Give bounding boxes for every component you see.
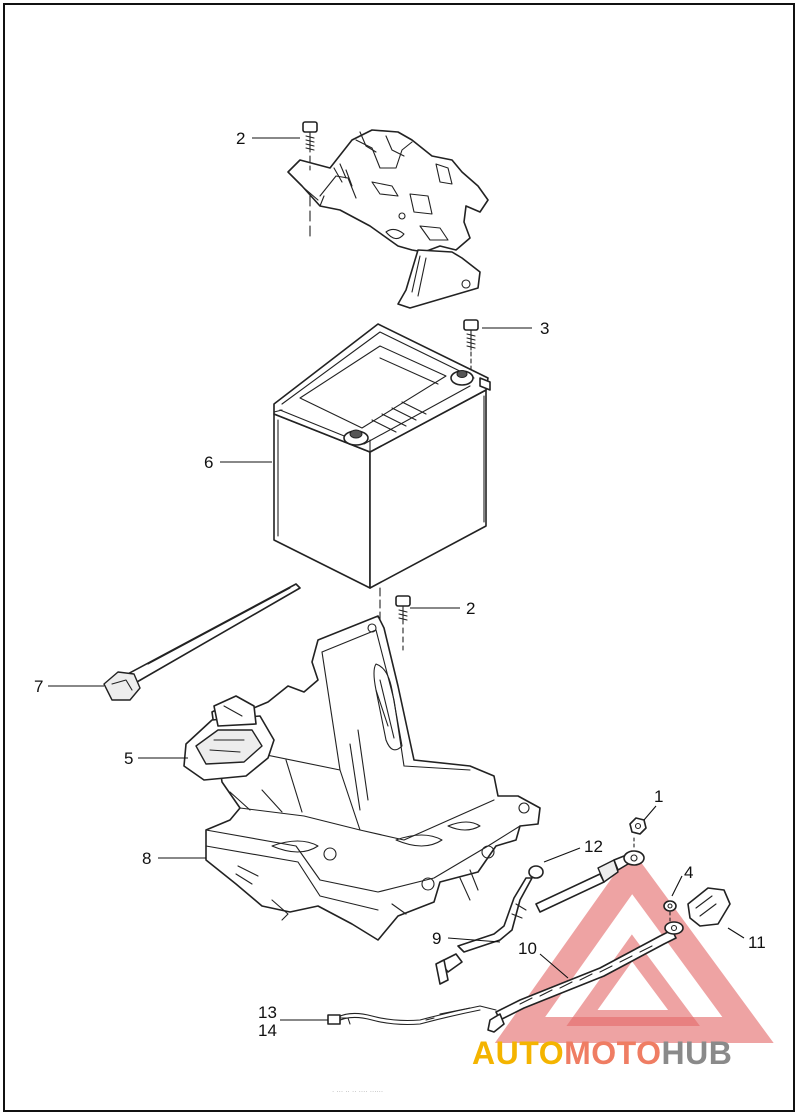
main-cable-assembly (487, 921, 684, 1033)
watermark-part-hub: HUB (661, 1035, 732, 1071)
watermark-logo (494, 849, 774, 1043)
callout-5: 5 (124, 749, 133, 768)
callout-labels: 2 3 6 2 7 5 1 8 12 4 11 9 10 13 14 (34, 129, 766, 1040)
leader-lines (48, 137, 745, 1021)
sense-wire (327, 1005, 497, 1026)
bolt-top (302, 121, 318, 241)
figure-border (3, 3, 795, 1112)
callout-14: 14 (258, 1021, 277, 1040)
ground-cable (435, 865, 544, 985)
nut (629, 817, 647, 835)
watermark-text: AUTOMOTOHUB (472, 1035, 732, 1071)
battery-strap (103, 583, 301, 701)
callout-2-lower: 2 (466, 599, 475, 618)
washer (663, 900, 677, 923)
callout-3: 3 (540, 319, 549, 338)
callout-7: 7 (34, 677, 43, 696)
watermark-part-auto: AUTO (472, 1035, 564, 1071)
callout-10: 10 (518, 939, 537, 958)
callout-4: 4 (684, 863, 693, 882)
callout-8: 8 (142, 849, 151, 868)
callout-11: 11 (748, 933, 766, 952)
callout-1: 1 (654, 787, 663, 806)
terminal-boot (687, 887, 731, 927)
battery (273, 323, 491, 641)
callout-9: 9 (432, 929, 441, 948)
callout-12: 12 (584, 837, 603, 856)
watermark-auto: AUTOMOTOHUB (472, 1035, 732, 1071)
battery-hold-down-bracket (287, 129, 489, 309)
watermark-part-moto: MOTO (564, 1035, 661, 1071)
battery-tray (205, 615, 541, 941)
footer-code: . ... .. .. .... ...... (332, 1085, 383, 1094)
bolt-lower (395, 595, 411, 651)
callout-13: 13 (258, 1003, 277, 1022)
positive-cable (535, 837, 645, 913)
terminal-bolt (463, 319, 479, 371)
callout-6: 6 (204, 453, 213, 472)
fuse-holder-bracket (183, 695, 275, 781)
callout-2-top: 2 (236, 129, 245, 148)
